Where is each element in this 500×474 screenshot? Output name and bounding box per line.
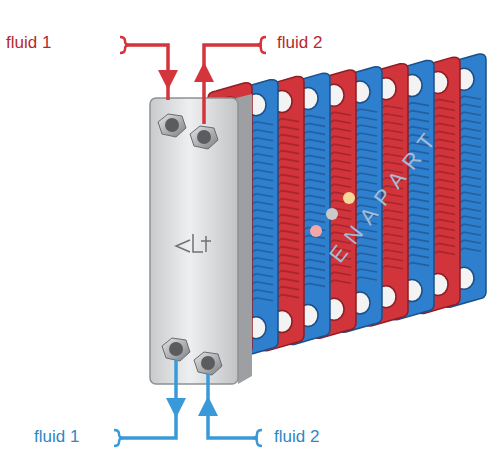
- watermark-dot: [326, 208, 338, 220]
- fluid-label-box: fluid 1: [34, 427, 79, 447]
- arrowhead: [194, 62, 214, 82]
- watermark-dot: [310, 225, 322, 237]
- flow-pipe: [120, 37, 266, 124]
- watermark-dot: [343, 192, 355, 204]
- arrowhead: [166, 398, 186, 418]
- arrowhead: [198, 396, 218, 416]
- fluid-label-box: fluid 2: [274, 427, 319, 447]
- flow-pipe: [114, 360, 262, 446]
- fitting: [190, 126, 218, 149]
- fluid-label: fluid 1: [34, 427, 79, 447]
- logo-mark: [176, 234, 211, 252]
- fluid-label: fluid 2: [277, 33, 322, 53]
- fitting: [158, 114, 186, 137]
- fluid-label: fluid 2: [274, 427, 319, 447]
- fluid-label-box: fluid 2: [277, 33, 322, 53]
- fluid-label: fluid 1: [6, 33, 51, 53]
- arrowhead: [158, 70, 178, 90]
- fitting: [194, 352, 222, 375]
- body-front: [150, 98, 238, 384]
- fitting: [162, 338, 190, 361]
- fluid-label-box: fluid 1: [6, 33, 51, 53]
